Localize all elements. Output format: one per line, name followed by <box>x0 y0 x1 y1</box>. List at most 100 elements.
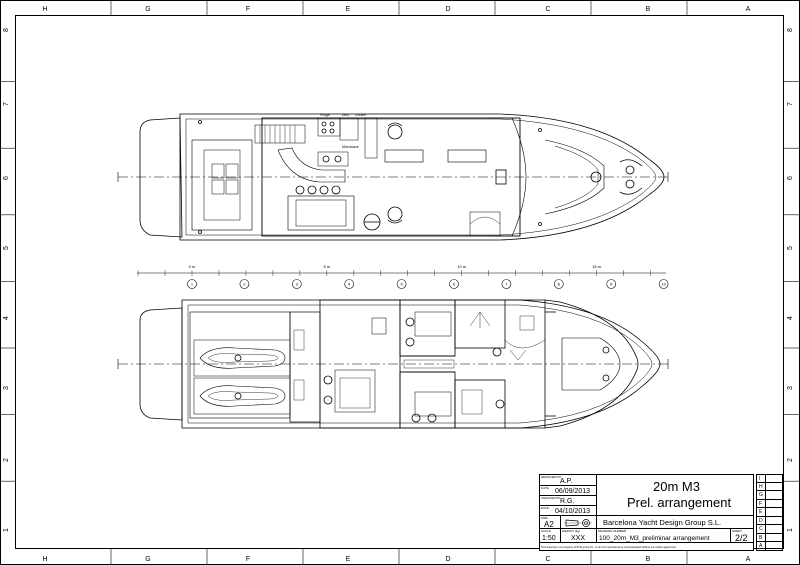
tb-title-area: 20m M3 Prel. arrangement <box>596 474 754 516</box>
revision-letter: A <box>759 543 763 550</box>
revision-letter: G <box>759 492 763 499</box>
revision-row: I <box>756 474 783 483</box>
column-label-bottom: A <box>746 556 751 563</box>
station-marker <box>239 279 250 289</box>
upper-deck-plan <box>118 113 668 241</box>
station-label: 4 <box>348 282 351 287</box>
station-label: 9 <box>610 282 613 287</box>
sheet-number: 2/2 <box>735 533 748 543</box>
station-marker <box>344 279 355 289</box>
title-line-1: 20m M3 <box>653 479 700 494</box>
row-label-right: 3 <box>787 386 794 390</box>
revision-row: C <box>756 525 783 534</box>
revision-row: H <box>756 482 783 492</box>
station-label: 6 <box>453 282 456 287</box>
station-marker <box>658 279 669 289</box>
date-label-2: DATE <box>541 506 549 510</box>
column-label-top: G <box>145 6 150 13</box>
revision-letter: D <box>759 517 763 524</box>
station-label: 8 <box>558 282 561 287</box>
station-label: 5 <box>400 282 403 287</box>
station-label: 2 <box>243 282 246 287</box>
weight-label: WEIGHT (kg) <box>562 529 580 533</box>
revision-letter: B <box>759 534 763 541</box>
checked-by-label: CHECKED BY <box>541 496 561 500</box>
row-label-right: 4 <box>787 316 794 320</box>
scale-meter-label: 10 m <box>457 264 467 269</box>
revision-letter: C <box>759 526 763 533</box>
date-checked: 04/10/2013 <box>555 508 591 515</box>
projection-symbol-icon <box>564 519 592 527</box>
row-label-right: 1 <box>787 528 794 532</box>
station-marker <box>501 279 512 289</box>
centerline-marks <box>117 172 669 369</box>
company-name: Barcelona Yacht Design Group S.L. <box>603 518 722 527</box>
station-label: 7 <box>505 282 508 287</box>
column-label-top: A <box>746 6 751 13</box>
station-marker <box>396 279 407 289</box>
column-label-top: C <box>545 6 550 13</box>
label-cooker: Cooker <box>355 113 367 117</box>
column-label-top: B <box>646 6 651 13</box>
revision-row: F <box>756 499 783 509</box>
column-label-bottom: C <box>545 556 550 563</box>
sheet-label: SHEET <box>732 529 743 533</box>
designed-by: A.P. <box>560 478 573 485</box>
scale-bar <box>137 270 666 276</box>
revision-row: G <box>756 491 783 500</box>
row-label-left: 7 <box>3 102 10 106</box>
label-fridge: Fridge <box>320 113 330 117</box>
inner-frame <box>15 15 784 549</box>
row-label-left: 6 <box>3 176 10 180</box>
disclaimer: This drawing is our property of BYD grou… <box>541 546 677 549</box>
column-label-bottom: D <box>445 556 450 563</box>
station-label: 3 <box>296 282 299 287</box>
row-label-right: 2 <box>787 458 794 462</box>
drawing-number-label: DRAWING NUMBER <box>598 529 627 533</box>
designed-by-label: DESIGNED BY <box>541 475 562 479</box>
weight: XXX <box>571 535 586 542</box>
row-label-right: 5 <box>787 246 794 250</box>
column-label-bottom: F <box>246 556 250 563</box>
station-label: 1 <box>191 282 194 287</box>
lower-transom <box>139 307 183 421</box>
scale-station-markers: 1 2 3 4 5 6 7 8 9 10 <box>187 279 669 289</box>
column-label-bottom: B <box>646 556 651 563</box>
row-label-right: 6 <box>787 176 794 180</box>
column-label-bottom: E <box>346 556 351 563</box>
size-label: SIZE <box>541 516 548 520</box>
column-label-top: E <box>346 6 351 13</box>
upper-transom <box>139 117 183 238</box>
revision-letter: E <box>759 509 763 516</box>
station-marker <box>187 279 197 289</box>
row-label-left: 1 <box>3 528 10 532</box>
revision-row: A <box>756 542 783 551</box>
station-label: 10 <box>661 282 666 287</box>
date-designed: 06/09/2013 <box>555 488 591 495</box>
station-marker <box>291 279 302 289</box>
checked-by: R.G. <box>560 498 575 505</box>
column-label-top: D <box>445 6 450 13</box>
revision-row: D <box>756 516 783 526</box>
row-label-left: 8 <box>3 28 10 32</box>
size: A2 <box>544 520 554 529</box>
row-label-left: 3 <box>3 386 10 390</box>
station-marker <box>606 279 617 289</box>
upper-hull <box>179 113 665 241</box>
revision-letter: F <box>759 500 763 507</box>
row-label-left: 4 <box>3 316 10 320</box>
date-label: DATE <box>541 486 549 490</box>
column-label-top: F <box>246 6 250 13</box>
scale: 1:50 <box>542 535 556 542</box>
column-label-top: H <box>42 6 47 13</box>
revision-letter: H <box>759 483 763 490</box>
revision-row: E <box>756 508 783 517</box>
column-label-bottom: H <box>42 556 47 563</box>
